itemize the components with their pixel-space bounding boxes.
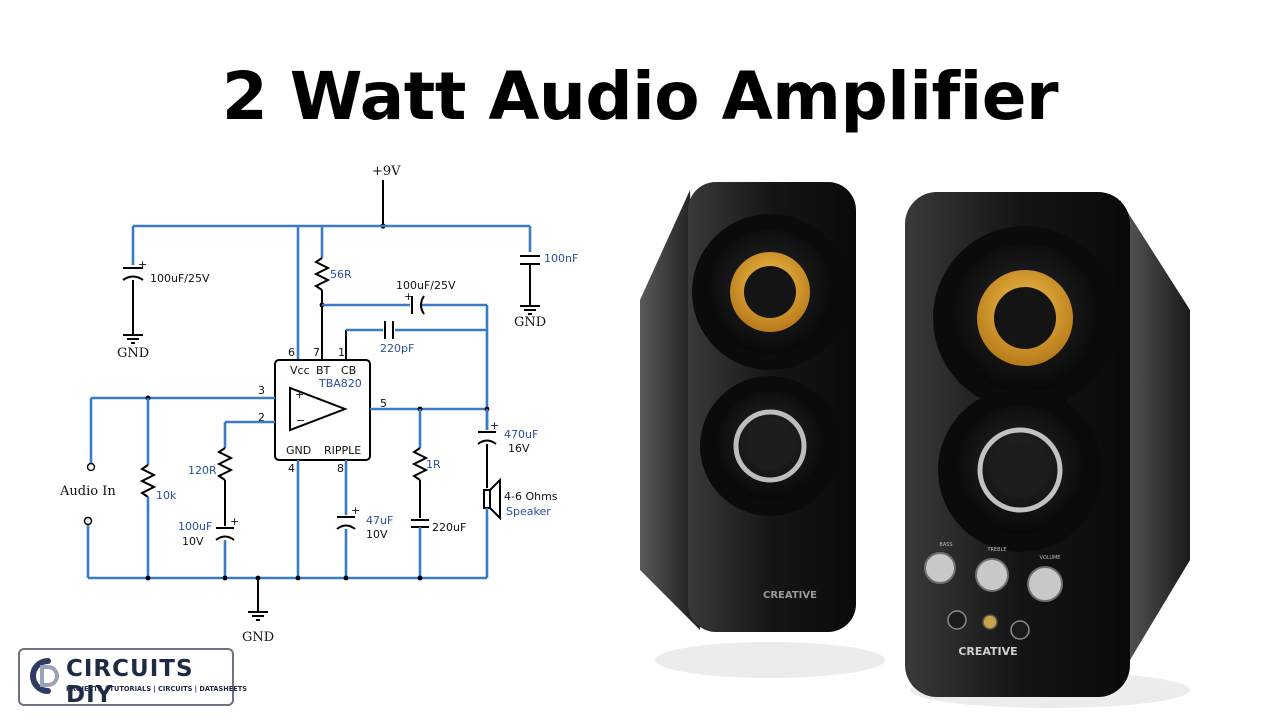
r-120-label: 120R bbox=[188, 464, 217, 477]
capacitor-bootstrap: + bbox=[404, 290, 425, 315]
opamp-triangle bbox=[289, 386, 348, 432]
cd-logo-icon bbox=[30, 658, 59, 694]
right-speaker: BASS TREBLE VOLUME CREATIVE bbox=[905, 192, 1190, 697]
left-speaker: CREATIVE bbox=[640, 182, 856, 632]
speakers-photo: CREATIVE BASS TREBLE VOLUME CREATIVE bbox=[640, 182, 1190, 708]
pin-ripple-label: RIPPLE bbox=[324, 444, 361, 457]
bass-knob bbox=[924, 552, 956, 584]
brand-logo: CIRCUITS DIY PROJECTS | TUTORIALS | CIRC… bbox=[18, 648, 247, 708]
c-bootstrap-label: 100uF/25V bbox=[396, 279, 456, 292]
capacitor-feedback: + bbox=[215, 515, 239, 541]
knob-label-volume: VOLUME bbox=[1040, 555, 1061, 561]
c-supply-label: 100uF/25V bbox=[150, 272, 210, 285]
gnd-label-3: GND bbox=[242, 630, 274, 645]
resistor-56r bbox=[313, 257, 331, 291]
r-10k-label: 10k bbox=[156, 489, 177, 502]
c-100nf-label: 100nF bbox=[544, 252, 578, 265]
c-220uf-label: 220uF bbox=[432, 521, 466, 534]
power-button-icon bbox=[947, 610, 967, 630]
pin-bt-label: BT bbox=[316, 364, 331, 377]
svg-text:+: + bbox=[351, 504, 360, 517]
capacitor-supply: + bbox=[122, 258, 147, 335]
svg-text:+: + bbox=[295, 388, 304, 401]
c-fb-voltage: 10V bbox=[182, 535, 204, 548]
c-ripple-value: 47uF bbox=[366, 514, 393, 527]
logo-name: CIRCUITS DIY bbox=[66, 656, 194, 708]
capacitor-220pf bbox=[384, 321, 394, 339]
capacitor-ripple: + bbox=[336, 504, 360, 530]
headphone-jack-icon bbox=[982, 614, 998, 630]
ground-symbol-main bbox=[248, 611, 268, 621]
capacitor-output: + bbox=[477, 419, 499, 445]
supply-label: +9V bbox=[372, 164, 401, 179]
r-56-label: 56R bbox=[330, 268, 352, 281]
circuit-schematic: +9V + 100uF/25V GND 100nF GND 56R + bbox=[59, 164, 578, 645]
logo-tagline: PROJECTS | TUTORIALS | CIRCUITS | DATASH… bbox=[66, 685, 248, 693]
svg-text:+: + bbox=[404, 290, 413, 303]
c-out-voltage: 16V bbox=[508, 442, 530, 455]
ic-name: TBA820 bbox=[318, 377, 362, 390]
volume-knob bbox=[1027, 566, 1063, 602]
pin-7: 7 bbox=[313, 346, 320, 359]
speaker-label: Speaker bbox=[506, 505, 551, 518]
capacitor-220uf bbox=[411, 519, 429, 528]
audio-in-label: Audio In bbox=[59, 484, 116, 499]
brand-right: CREATIVE bbox=[958, 645, 1017, 658]
resistor-120r bbox=[216, 447, 234, 481]
pin-6: 6 bbox=[288, 346, 295, 359]
gnd-label-2: GND bbox=[514, 315, 546, 330]
svg-text:−: − bbox=[296, 414, 305, 427]
bluetooth-button-icon bbox=[1010, 620, 1030, 640]
svg-text:+: + bbox=[138, 258, 147, 271]
pin-2: 2 bbox=[258, 411, 265, 424]
ground-symbol-1 bbox=[123, 334, 143, 344]
c-fb-value: 100uF bbox=[178, 520, 212, 533]
svg-text:+: + bbox=[230, 515, 239, 528]
c-ripple-voltage: 10V bbox=[366, 528, 388, 541]
knob-label-treble: TREBLE bbox=[986, 547, 1006, 553]
resistor-1r bbox=[411, 447, 429, 481]
pin-cb-label: CB bbox=[341, 364, 356, 377]
pin-vcc-label: Vcc bbox=[290, 364, 310, 377]
pin-8: 8 bbox=[337, 462, 344, 475]
pin-gnd-label: GND bbox=[286, 444, 311, 457]
knob-label-bass: BASS bbox=[939, 542, 952, 548]
pin-5: 5 bbox=[380, 397, 387, 410]
c-out-value: 470uF bbox=[504, 428, 538, 441]
treble-knob bbox=[975, 558, 1009, 592]
brand-left: CREATIVE bbox=[763, 590, 817, 601]
page-title: 2 Watt Audio Amplifier bbox=[221, 58, 1059, 135]
r-1-label: 1R bbox=[426, 458, 441, 471]
svg-text:+: + bbox=[490, 419, 499, 432]
c-220pf-label: 220pF bbox=[380, 342, 414, 355]
pin-3: 3 bbox=[258, 384, 265, 397]
speaker-value: 4-6 Ohms bbox=[504, 490, 558, 503]
pin-1: 1 bbox=[338, 346, 345, 359]
capacitor-100nf bbox=[520, 255, 540, 315]
gnd-label-1: GND bbox=[117, 346, 149, 361]
pin-4: 4 bbox=[288, 462, 295, 475]
resistor-10k bbox=[139, 464, 157, 498]
